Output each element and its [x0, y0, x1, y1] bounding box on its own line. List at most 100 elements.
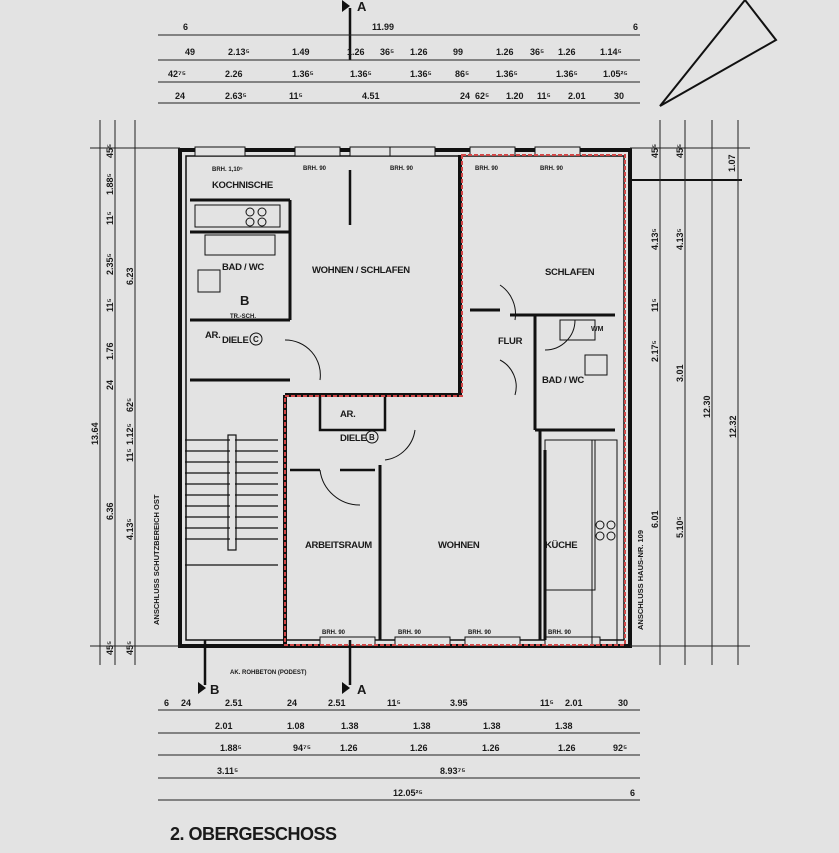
dimension-label: 1.14⁵ — [600, 47, 622, 57]
windows — [194, 146, 601, 647]
room-diele-c: DIELE — [222, 335, 248, 346]
dimension-label: 4.13⁵ — [125, 518, 135, 540]
dimension-label: 4.13⁵ — [675, 228, 685, 250]
dimension-label: 1.88⁵ — [220, 743, 242, 753]
dimension-label: 45⁵ — [125, 641, 135, 655]
dimension-label: 11⁵ — [650, 298, 660, 312]
dimension-label: 12.32 — [728, 415, 738, 438]
dimension-label: 92⁵ — [613, 743, 627, 753]
unit-marker-c — [249, 332, 263, 346]
dimension-lines — [90, 34, 750, 801]
dimension-label: 6 — [633, 22, 638, 32]
dimension-label: 1.20 — [506, 91, 524, 101]
window-label: BRH. 90 — [548, 630, 572, 636]
dimension-label: 24 — [460, 91, 470, 101]
dimension-label: 2.51 — [225, 698, 243, 708]
dimension-label: 1.26 — [347, 47, 365, 57]
room-bad-wc-left: BAD / WC — [222, 262, 264, 273]
dimension-label: 2.35⁵ — [105, 253, 115, 275]
dimension-label: 6 — [630, 788, 635, 798]
unit-marker-b — [365, 430, 379, 444]
dimension-label: 1.05²⁵ — [603, 69, 628, 79]
dimension-label: 11⁵ — [105, 298, 115, 312]
dimension-label: 30 — [614, 91, 624, 101]
dimension-label: 1.38 — [555, 721, 573, 731]
room-schlafen: SCHLAFEN — [545, 267, 595, 278]
unit-outline — [284, 154, 626, 646]
dimension-label: 1.26 — [482, 743, 500, 753]
unit-marker-c-label: C — [253, 335, 259, 344]
label-east-side: ANSCHLUSS HAUS-NR. 109 — [636, 530, 645, 630]
window-label: BRH. 90 — [468, 630, 492, 636]
dimension-label: 1.38 — [483, 721, 501, 731]
dimension-label: 2.26 — [225, 69, 243, 79]
window-label: BRH. 90 — [303, 166, 327, 172]
dimension-label: 24 — [287, 698, 297, 708]
dimension-label: 1.36⁵ — [410, 69, 432, 79]
section-marker-b-bottom: B — [210, 682, 219, 697]
dimension-label: 1.88⁵ — [105, 173, 115, 195]
dimension-label: 24 — [181, 698, 191, 708]
dimension-label: 36⁵ — [530, 47, 544, 57]
dimension-label: 11.99 — [372, 22, 394, 32]
dimension-label: 1.36⁵ — [496, 69, 518, 79]
room-diele-b: DIELE — [340, 433, 366, 444]
dimension-label: 5.10⁵ — [675, 516, 685, 538]
dimension-label: 86⁵ — [455, 69, 469, 79]
window-label: BRH. 90 — [390, 166, 414, 172]
room-arbeitsraum: ARBEITSRAUM — [305, 540, 372, 551]
dimension-label: 2.01 — [568, 91, 586, 101]
dimension-label: 30 — [618, 698, 628, 708]
dimension-label: 1.38 — [341, 721, 359, 731]
dimension-label: 8.93⁷⁵ — [440, 766, 465, 776]
dimension-label: 11⁵ — [537, 91, 551, 101]
section-arrow-icon — [342, 682, 350, 694]
outer-wall — [178, 148, 632, 648]
dimension-label: 2.63⁵ — [225, 91, 247, 101]
dimension-label: 6.01 — [650, 510, 660, 528]
dimension-label: 1.07 — [727, 154, 737, 172]
window-label: BRH. 90 — [475, 166, 499, 172]
drawing-title: 2. OBERGESCHOSS — [170, 824, 337, 844]
section-arrow-icon — [342, 0, 350, 12]
dimension-label: 6.23 — [125, 267, 135, 285]
window-labels: BRH. 1,10⁵ BRH. 90 BRH. 90 BRH. 90 BRH. 90 BR… — [212, 166, 572, 636]
dimension-label: 12.05²⁵ — [393, 788, 423, 798]
window-label: BRH. 90 — [540, 166, 564, 172]
label-tr-sch: TR.-SCH. — [230, 314, 256, 320]
room-ar-right: AR. — [340, 409, 355, 420]
room-wohnen: WOHNEN — [438, 540, 480, 551]
dimension-label: 62⁵ — [125, 398, 135, 412]
dimension-label: 12.30 — [702, 395, 712, 418]
dimension-label: 1.12⁵ — [125, 423, 135, 445]
section-lines — [203, 8, 352, 685]
dimension-label: 1.26 — [558, 47, 576, 57]
room-kochnische: KOCHNISCHE — [212, 180, 273, 191]
dimension-label: 3.11⁵ — [217, 766, 238, 776]
dimension-label: 11⁵ — [125, 448, 135, 462]
dimension-label: 11⁵ — [540, 698, 554, 708]
dimension-label: 1.36⁵ — [292, 69, 314, 79]
dimension-label: 1.08 — [287, 721, 305, 731]
dimension-label: 2.01 — [565, 698, 583, 708]
dimension-label: 45⁵ — [650, 144, 660, 158]
room-bad-wc-right: BAD / WC — [542, 375, 584, 386]
dimension-label: 6 — [164, 698, 169, 708]
dimension-label: 45⁵ — [675, 144, 685, 158]
dimension-label: 2.01 — [215, 721, 233, 731]
interior-walls — [190, 155, 618, 646]
window-label: BRH. 1,10⁵ — [212, 167, 243, 173]
label-podest: AK. ROHBETON (PODEST) — [230, 670, 307, 676]
plan-lines — [90, 0, 778, 801]
dimension-label: 2.51 — [328, 698, 346, 708]
room-flur: FLUR — [498, 336, 523, 347]
dimension-label: 1.26 — [410, 743, 428, 753]
dimension-label: 11⁵ — [387, 698, 401, 708]
window-label: BRH. 90 — [322, 630, 346, 636]
dimension-label: 4.51 — [362, 91, 380, 101]
dimension-label: 1.26 — [340, 743, 358, 753]
dimension-label: 13.64 — [90, 422, 100, 445]
dimension-label: 1.26 — [496, 47, 514, 57]
dimension-label: 6 — [183, 22, 188, 32]
dimension-label: 1.26 — [558, 743, 576, 753]
